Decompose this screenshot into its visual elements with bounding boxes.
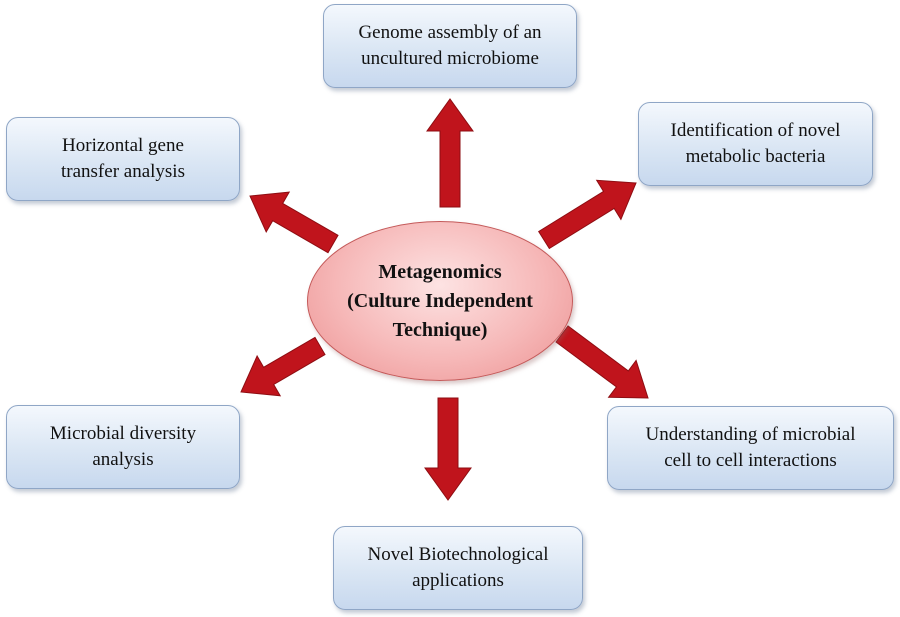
box-biotech-applications-line-1: Novel Biotechnological xyxy=(367,544,549,566)
box-novel-metabolic-bacteria-line-1: Identification of novel xyxy=(670,120,841,142)
center-title-line-1: Metagenomics xyxy=(378,260,502,283)
arrow-to-genome-assembly xyxy=(426,98,474,208)
box-microbial-diversity-line-1: Microbial diversity xyxy=(49,423,197,445)
center-ellipse-metagenomics: Metagenomics (Culture Independent Techni… xyxy=(307,221,573,381)
center-title-line-3: Technique) xyxy=(392,318,488,341)
box-cell-interactions: Understanding of microbial cell to cell … xyxy=(607,406,894,490)
box-horizontal-gene-transfer: Horizontal gene transfer analysis xyxy=(6,117,240,201)
arrow-to-cell-interactions xyxy=(555,325,649,399)
box-biotech-applications-line-2: applications xyxy=(412,570,504,591)
arrow-to-novel-metabolic-bacteria xyxy=(538,179,637,250)
box-genome-assembly: Genome assembly of an uncultured microbi… xyxy=(323,4,577,88)
box-novel-metabolic-bacteria: Identification of novel metabolic bacter… xyxy=(638,102,873,186)
box-novel-metabolic-bacteria-line-2: metabolic bacteria xyxy=(685,146,826,167)
box-cell-interactions-line-2: cell to cell interactions xyxy=(664,450,837,471)
arrow-to-horizontal-gene-transfer xyxy=(249,191,339,254)
arrow-to-biotech-applications xyxy=(424,397,472,501)
box-horizontal-gene-transfer-line-1: Horizontal gene xyxy=(62,135,184,157)
box-biotech-applications: Novel Biotechnological applications xyxy=(333,526,583,610)
box-horizontal-gene-transfer-line-2: transfer analysis xyxy=(61,161,185,182)
box-genome-assembly-line-2: uncultured microbiome xyxy=(361,48,539,69)
box-microbial-diversity: Microbial diversity analysis xyxy=(6,405,240,489)
arrow-to-microbial-diversity xyxy=(240,336,326,397)
box-microbial-diversity-line-2: analysis xyxy=(92,449,154,470)
box-genome-assembly-line-1: Genome assembly of an xyxy=(358,22,542,44)
box-cell-interactions-line-1: Understanding of microbial xyxy=(645,424,856,446)
center-title-line-2: (Culture Independent xyxy=(347,289,533,312)
